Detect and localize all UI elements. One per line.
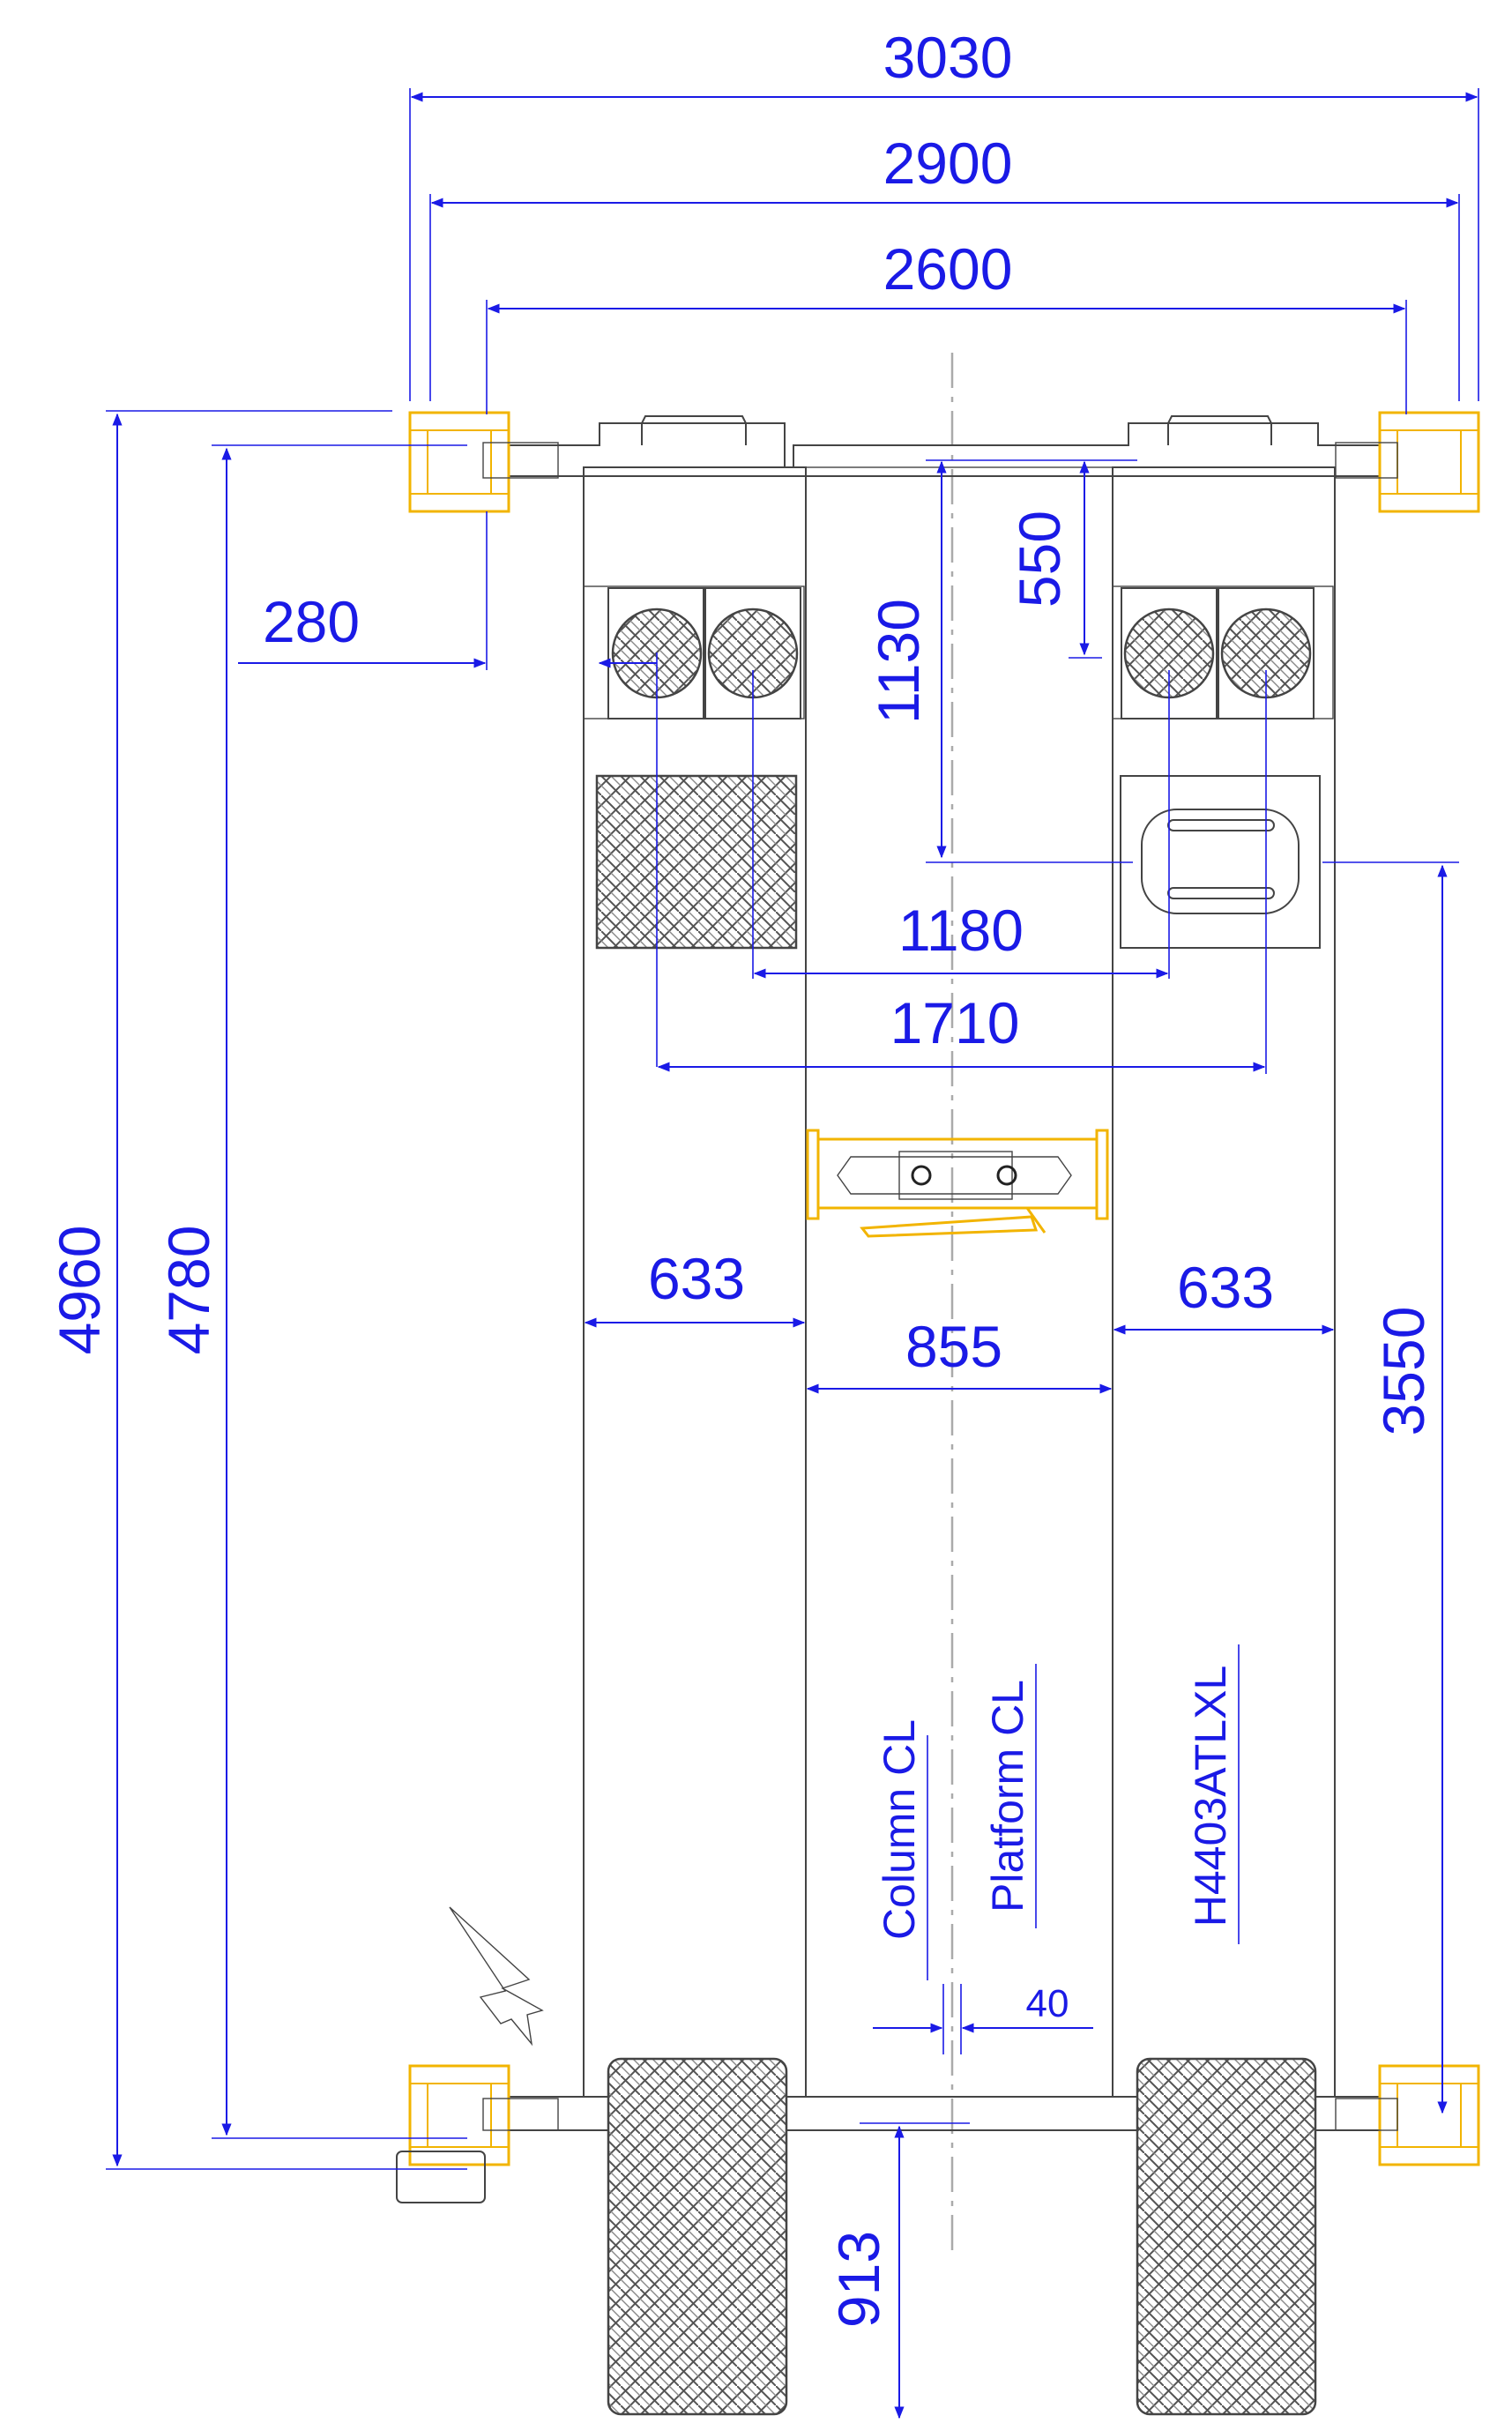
dimension-lines bbox=[106, 88, 1479, 2419]
platform-cl-label: Platform CL bbox=[983, 1680, 1032, 1912]
center-gap bbox=[805, 466, 1114, 2098]
rear-ramp-right bbox=[1136, 2057, 1317, 2416]
front-handle-right bbox=[1167, 415, 1272, 445]
rear-ramp-left bbox=[607, 2057, 788, 2416]
dim-turntable-outer: 1710 bbox=[890, 990, 1020, 1055]
dim-turntable-inner: 1180 bbox=[898, 898, 1024, 963]
power-unit bbox=[396, 2151, 486, 2203]
post-front-right bbox=[1335, 411, 1480, 513]
dim-post-length: 4780 bbox=[156, 1226, 221, 1355]
slip-plate-left bbox=[595, 774, 798, 950]
dim-platform-length: 3550 bbox=[1371, 1307, 1436, 1436]
dim-ramp-length: 913 bbox=[826, 2231, 891, 2328]
post-rear-right bbox=[1335, 2064, 1480, 2166]
rolling-jack bbox=[806, 1129, 1109, 1238]
dim-beam-offset: 550 bbox=[1007, 511, 1072, 608]
dim-front-to-jack: 1130 bbox=[866, 599, 931, 724]
post-rear-left bbox=[396, 2064, 559, 2203]
dim-overall-width: 3030 bbox=[883, 25, 1013, 90]
power-bolt-icon bbox=[449, 1906, 544, 2047]
dim-runway-left: 633 bbox=[648, 1246, 745, 1311]
dim-overall-length: 4960 bbox=[47, 1226, 112, 1355]
front-handle-left bbox=[641, 415, 747, 445]
dim-cl-offset: 40 bbox=[1026, 1982, 1069, 2025]
dim-gap: 855 bbox=[905, 1314, 1002, 1379]
slip-plate-right bbox=[1120, 775, 1321, 949]
dim-post-offset: 280 bbox=[263, 589, 360, 654]
post-front-left bbox=[408, 411, 559, 513]
column-cl-label: Column CL bbox=[875, 1719, 924, 1940]
dim-inner-post-width: 2600 bbox=[883, 236, 1013, 302]
dim-outer-post-width: 2900 bbox=[883, 130, 1013, 196]
front-wheel-area bbox=[583, 585, 1334, 950]
dim-runway-right: 633 bbox=[1177, 1255, 1274, 1320]
model-label: H4403ATLXL bbox=[1186, 1666, 1235, 1927]
